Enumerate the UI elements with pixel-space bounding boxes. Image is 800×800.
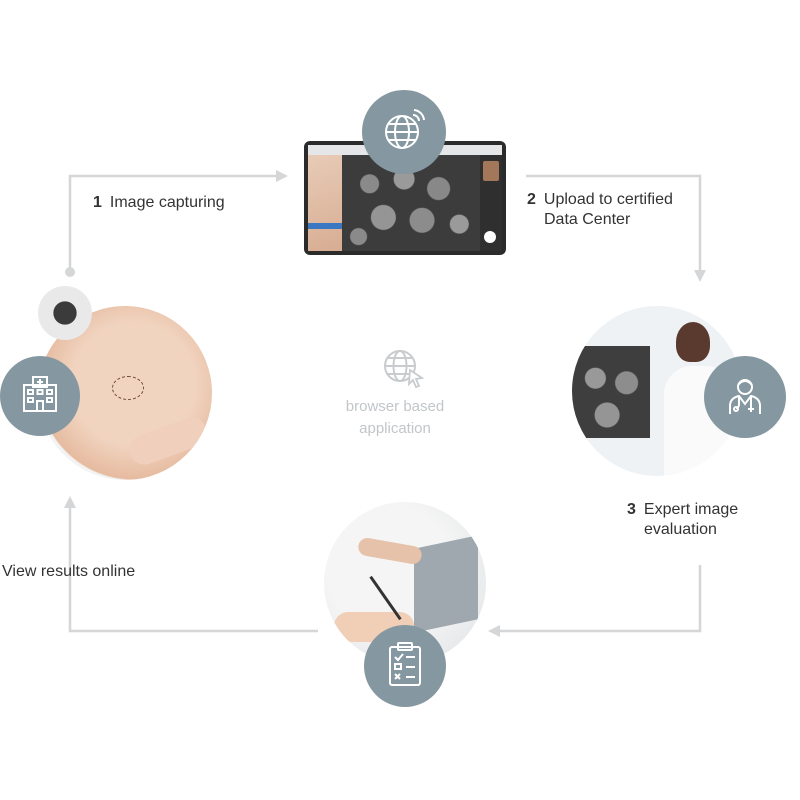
arrowhead-up (64, 496, 76, 508)
evaluation-badge (704, 356, 786, 438)
view-results-label: View results online (2, 563, 136, 580)
center-caption-line1: browser based (345, 398, 445, 415)
arrowhead-down (694, 270, 706, 282)
hospital-icon (19, 373, 61, 420)
arrow-evaluation-to-results (498, 565, 702, 633)
center-caption: browser based application (330, 396, 460, 440)
results-badge (364, 625, 446, 707)
step-1-label: 1 Image capturing (93, 193, 225, 213)
arrow-capture-to-upload (68, 174, 278, 272)
monitor-dermoscopy (572, 346, 650, 438)
marked-lesion (112, 376, 144, 400)
step-text: Image capturing (109, 194, 225, 211)
doctor-icon (724, 374, 766, 421)
center-caption-line2: application (359, 420, 431, 437)
step-text-line2: evaluation (644, 521, 717, 538)
pointing-hand (356, 536, 424, 566)
step-3-label: 3 Expert image evaluation (627, 500, 738, 540)
laptop-screen (414, 535, 478, 633)
step-number: 1 (93, 194, 102, 211)
globe-cursor-icon (380, 346, 428, 395)
status-indicator (484, 231, 496, 243)
step-text: Upload to certified (543, 191, 673, 208)
dermatoscope-inset (38, 286, 92, 340)
lesion-thumbnail (483, 161, 499, 181)
patient-photo-thumbnail (308, 155, 342, 251)
doctor-head (676, 322, 710, 362)
thumbnail-selection-bar (308, 223, 342, 229)
globe-wifi-icon (380, 106, 428, 159)
clipboard-checklist-icon (385, 641, 425, 692)
step-number: 3 (627, 501, 636, 518)
step-text-line2: Data Center (544, 211, 631, 228)
step-text: Expert image (643, 501, 739, 518)
upload-badge (362, 90, 446, 174)
step-2-label: 2 Upload to certified Data Center (527, 190, 673, 230)
step-number: 2 (527, 191, 536, 208)
arrow-results-to-capture (68, 506, 318, 633)
arrowhead-left (488, 625, 500, 637)
arrow-start-dot (65, 267, 75, 277)
capture-badge (0, 356, 80, 436)
arrow-upload-to-evaluation (526, 174, 702, 272)
arrowhead-right (276, 170, 288, 182)
